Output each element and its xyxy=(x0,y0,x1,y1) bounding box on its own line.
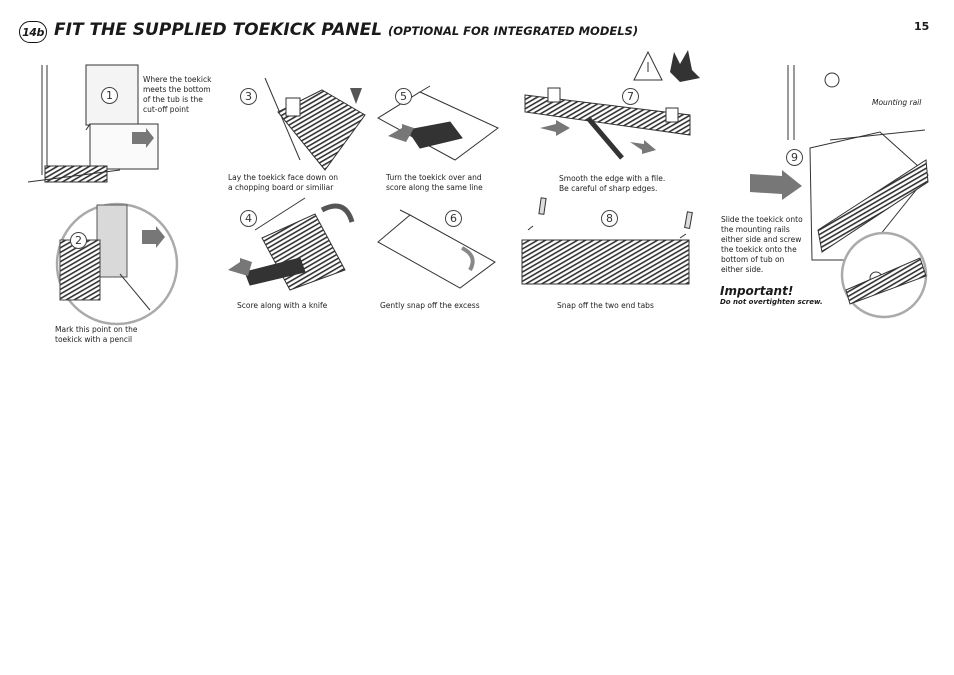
caption-score-knife: Score along with a knife xyxy=(237,301,328,310)
step-number-3: 3 xyxy=(240,88,257,105)
caption-snap-excess: Gently snap off the excess xyxy=(380,301,480,310)
page-number: 15 xyxy=(914,20,930,33)
caption-snap-tabs: Snap off the two end tabs xyxy=(557,301,654,310)
illustration-step-8 xyxy=(521,197,693,285)
caption-slide-toekick: Slide the toekick onto the mounting rail… xyxy=(721,215,803,274)
illustration-step-4 xyxy=(228,197,355,291)
illustration-step-6 xyxy=(377,209,496,289)
caption-tub-point: Where the toekick meets the bottom of th… xyxy=(143,75,212,114)
step-number-8: 8 xyxy=(601,210,618,227)
step-number-6: 6 xyxy=(445,210,462,227)
illustration-step-3 xyxy=(264,77,366,171)
step-number-4: 4 xyxy=(240,210,257,227)
caption-mark-point: Mark this point on the toekick with a pe… xyxy=(55,325,138,344)
illustration-step-7 xyxy=(524,50,700,160)
step-number-1: 1 xyxy=(101,87,118,104)
section-badge: 14b xyxy=(19,21,47,43)
step-number-9: 9 xyxy=(786,149,803,166)
step-number-5: 5 xyxy=(395,88,412,105)
illustration-step-2 xyxy=(55,202,179,326)
caption-smooth-file: Smooth the edge with a file. Be careful … xyxy=(559,174,666,193)
page-title: FIT THE SUPPLIED TOEKICK PANEL (OPTIONAL… xyxy=(54,20,638,40)
caption-turn-over: Turn the toekick over and score along th… xyxy=(386,173,483,192)
step-number-2: 2 xyxy=(70,232,87,249)
mounting-rail-label: Mounting rail xyxy=(872,98,922,107)
step-number-7: 7 xyxy=(622,88,639,105)
title-main: FIT THE SUPPLIED TOEKICK PANEL xyxy=(54,20,383,40)
illustration-step-9 xyxy=(750,65,929,319)
important-label: Important! xyxy=(720,284,794,298)
title-subtitle: (OPTIONAL FOR INTEGRATED MODELS) xyxy=(387,24,639,38)
important-note: Do not overtighten screw. xyxy=(720,298,823,306)
illustration-step-1 xyxy=(27,64,159,183)
caption-lay-face-down: Lay the toekick face down on a chopping … xyxy=(228,173,339,192)
